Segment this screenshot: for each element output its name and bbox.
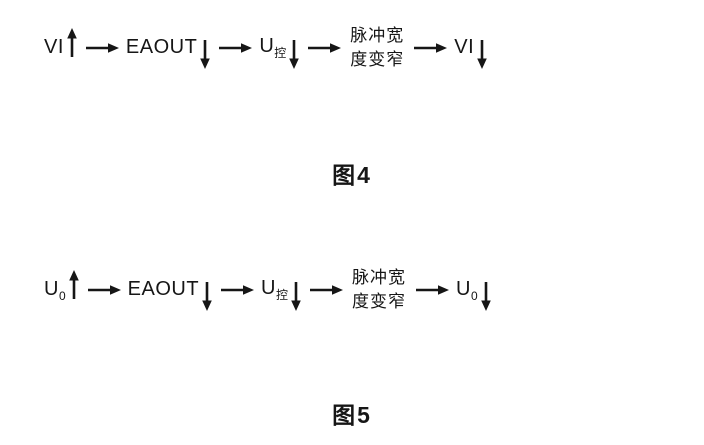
flow-row-figure-4: VI EAOUT U控: [44, 16, 704, 80]
figure-4-diagram: VI EAOUT U控: [0, 16, 704, 190]
pulse-text-line1: 脉冲宽: [352, 268, 407, 288]
right-arrow-icon: [309, 284, 344, 296]
node-control-voltage-decrease: U控: [259, 33, 300, 69]
pulse-text-line1: 脉冲宽: [350, 26, 405, 46]
flow-row-figure-5: U0 EAOUT U控: [44, 258, 704, 322]
node-label: U: [261, 277, 276, 299]
right-arrow-icon: [85, 42, 119, 54]
pulse-text-line2: 度变窄: [350, 50, 405, 69]
down-arrow-icon: [201, 281, 213, 311]
figure-5-caption: 图5: [332, 402, 372, 428]
node-label-subscript: 0: [58, 288, 66, 303]
node-u0-increase: U0: [44, 270, 80, 305]
node-label: U: [44, 277, 59, 300]
figure-5-diagram: U0 EAOUT U控: [0, 258, 704, 430]
node-label-subscript: 控: [274, 46, 287, 60]
up-arrow-icon: [68, 270, 80, 300]
node-label: U: [456, 277, 471, 300]
pulse-text-line2: 度变窄: [352, 292, 407, 311]
node-label: EAOUT: [125, 35, 198, 58]
down-arrow-icon: [476, 39, 488, 69]
figure-4-caption: 图4: [332, 162, 372, 188]
node-eaout-decrease: EAOUT: [127, 275, 213, 311]
node-label: EAOUT: [127, 277, 200, 300]
node-pulse-width-narrows: 脉冲宽 度变窄: [350, 24, 404, 72]
node-eaout-decrease: EAOUT: [125, 33, 211, 69]
down-arrow-icon: [480, 281, 492, 311]
right-arrow-icon: [413, 42, 448, 54]
right-arrow-icon: [220, 284, 255, 296]
node-pulse-width-narrows: 脉冲宽 度变窄: [352, 266, 406, 314]
node-control-voltage-decrease: U控: [261, 275, 302, 311]
up-arrow-icon: [66, 28, 78, 58]
right-arrow-icon: [218, 42, 253, 54]
down-arrow-icon: [288, 39, 300, 69]
node-label: VI: [44, 35, 64, 58]
node-vi-increase: VI: [44, 28, 78, 63]
node-label-subscript: 0: [470, 288, 478, 303]
node-label: U: [259, 35, 275, 57]
right-arrow-icon: [307, 42, 342, 54]
right-arrow-icon: [415, 284, 450, 296]
node-label-subscript: 控: [276, 288, 289, 302]
node-label: VI: [454, 35, 475, 58]
node-vi-decrease: VI: [454, 33, 488, 69]
right-arrow-icon: [87, 284, 121, 296]
node-u0-decrease: U0: [456, 275, 492, 311]
down-arrow-icon: [199, 39, 211, 69]
down-arrow-icon: [290, 281, 302, 311]
